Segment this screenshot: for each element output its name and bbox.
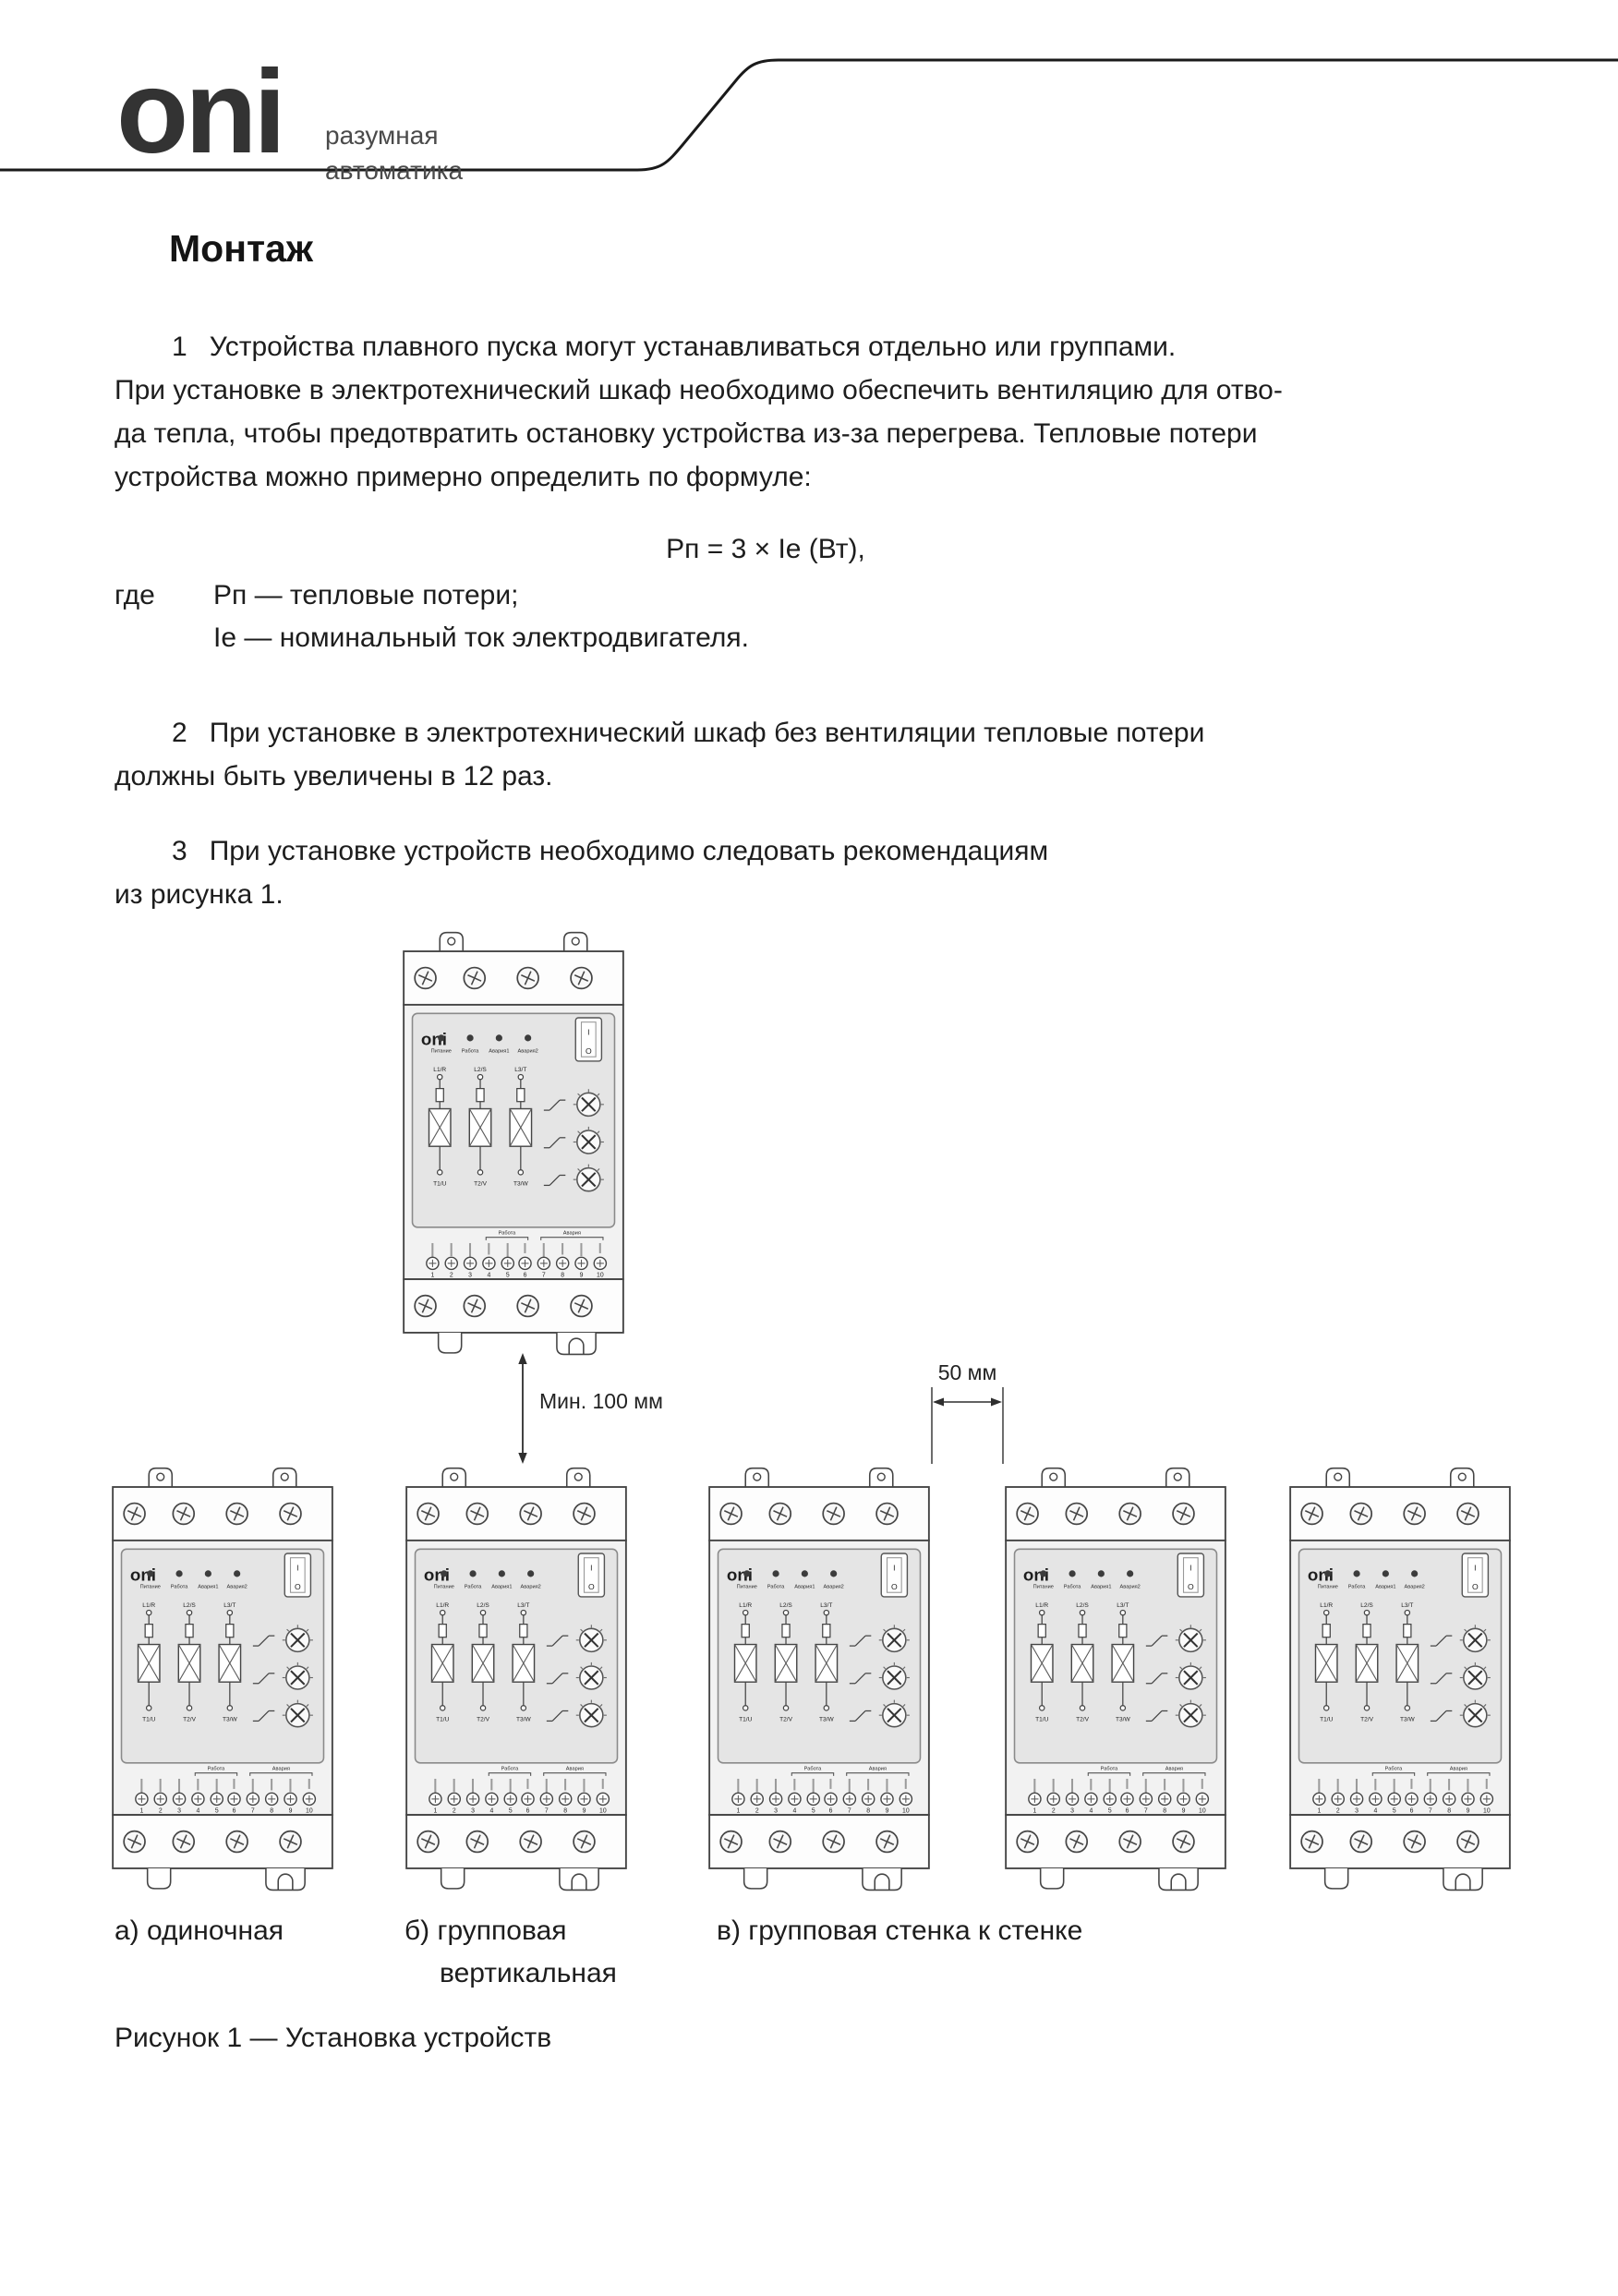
where-label: где	[115, 580, 155, 610]
tagline-line-1: разумная	[325, 121, 439, 150]
soft-starter-device-row-2	[404, 1464, 629, 1891]
header-divider-swoosh	[0, 58, 1618, 172]
min-100-arrow	[518, 1353, 527, 1464]
figure-label-b-line1: б) групповая	[404, 1915, 567, 1946]
soft-starter-device-row-1	[110, 1464, 335, 1891]
where-line-2: Ie — номинальный ток электродвигателя.	[213, 622, 749, 653]
figure-label-b-line2: вертикальная	[440, 1958, 617, 1988]
soft-starter-device-row-4	[1003, 1464, 1228, 1891]
soft-starter-device-row-3	[706, 1464, 932, 1891]
figure-caption: Рисунок 1 — Установка устройств	[115, 2023, 552, 2053]
paragraph-1-text: Устройства плавного пуска могут устанавл…	[115, 332, 1283, 492]
brand-tagline: разумная автоматика	[325, 118, 463, 188]
where-lines: Рп — тепловые потери; Ie — номинальный т…	[213, 574, 749, 659]
dim-50-arrow	[931, 1387, 1004, 1464]
figure-label-b: б) групповая вертикальная	[404, 1910, 617, 1995]
where-line-1: Рп — тепловые потери;	[213, 580, 519, 610]
paragraph-1-number: 1	[172, 332, 187, 362]
dimension-annotations	[518, 1353, 1004, 1464]
figure-label-a: а) одиночная	[115, 1915, 284, 1946]
page-title: Монтаж	[169, 227, 313, 270]
tagline-line-2: автоматика	[325, 156, 464, 185]
dim-label-50: 50 мм	[937, 1360, 997, 1384]
heat-loss-formula: Рп = 3 × Ie (Вт),	[666, 534, 865, 564]
where-definitions: где Рп — тепловые потери; Ie — номинальн…	[115, 574, 749, 659]
brand-logo: oni	[116, 46, 286, 178]
soft-starter-device-single	[401, 928, 626, 1356]
dim-label-min-100: Мин. 100 мм	[539, 1389, 663, 1413]
paragraph-3-number: 3	[172, 836, 187, 866]
paragraph-2-number: 2	[172, 718, 187, 748]
paragraph-2-text: При установке в электротехнический шкаф …	[115, 718, 1205, 792]
figure-label-c: в) групповая стенка к стенке	[717, 1915, 1083, 1946]
soft-starter-device-row-5	[1287, 1464, 1513, 1891]
paragraph-3-text: При установке устройств необходимо следо…	[115, 836, 1049, 910]
